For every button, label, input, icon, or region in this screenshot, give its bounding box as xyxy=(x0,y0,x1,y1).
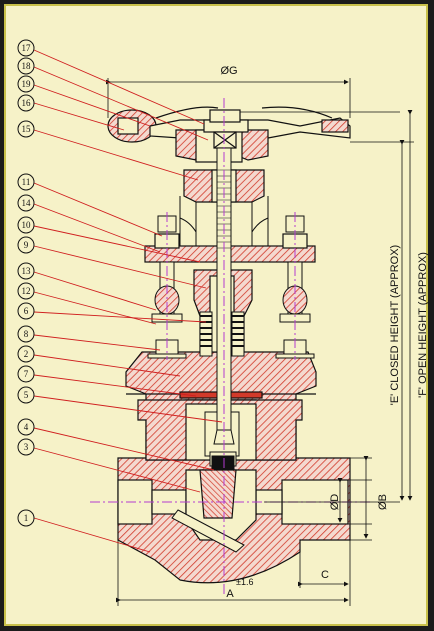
svg-text:9: 9 xyxy=(24,240,29,250)
handwheel-nut xyxy=(203,109,249,149)
balloon-12: 12 xyxy=(17,282,35,300)
svg-text:13: 13 xyxy=(22,266,32,276)
svg-text:15: 15 xyxy=(22,124,32,134)
yoke-posts xyxy=(179,196,269,246)
balloon-5: 5 xyxy=(17,386,35,404)
balloon-14: 14 xyxy=(17,194,35,212)
svg-text:18: 18 xyxy=(22,61,32,71)
dim-a-label: A xyxy=(226,588,234,600)
dim-b-label: ØB xyxy=(377,494,389,510)
svg-text:14: 14 xyxy=(22,198,32,208)
svg-text:7: 7 xyxy=(24,369,29,379)
balloon-7: 7 xyxy=(17,365,35,383)
svg-text:5: 5 xyxy=(24,390,29,400)
svg-text:2: 2 xyxy=(24,349,29,359)
balloon-13: 13 xyxy=(17,262,35,280)
dim-a-tolerance: ±1.6 xyxy=(236,577,253,587)
svg-text:16: 16 xyxy=(22,98,32,108)
balloon-17: 17 xyxy=(17,39,35,57)
dimension-lines xyxy=(106,78,414,606)
dim-f-label: 'F' OPEN HEIGHT (APPROX) xyxy=(417,252,429,398)
svg-text:3: 3 xyxy=(24,442,29,452)
balloon-9: 9 xyxy=(17,236,35,254)
dim-c-label: C xyxy=(321,569,329,581)
balloon-2: 2 xyxy=(17,345,35,363)
balloon-1: 1 xyxy=(17,509,35,527)
balloon-10: 10 xyxy=(17,216,35,234)
dim-e-label: 'E' CLOSED HEIGHT (APPROX) xyxy=(389,245,401,405)
svg-text:1: 1 xyxy=(24,513,29,523)
svg-text:11: 11 xyxy=(22,177,31,187)
dim-g-label: ØG xyxy=(220,65,237,77)
part-balloons: 17 18 19 16 15 11 14 10 9 13 12 6 8 2 7 … xyxy=(17,39,35,527)
packing xyxy=(199,311,245,357)
svg-text:10: 10 xyxy=(22,220,32,230)
balloon-6: 6 xyxy=(17,302,35,320)
bypass-bore xyxy=(171,509,245,553)
svg-text:19: 19 xyxy=(22,79,32,89)
balloon-19: 19 xyxy=(17,75,35,93)
valve-body xyxy=(117,457,351,584)
balloon-18: 18 xyxy=(17,57,35,75)
balloon-16: 16 xyxy=(17,94,35,112)
balloon-3: 3 xyxy=(17,438,35,456)
leader-lines xyxy=(33,49,223,553)
svg-text:8: 8 xyxy=(24,329,29,339)
balloon-8: 8 xyxy=(17,325,35,343)
svg-text:4: 4 xyxy=(24,422,29,432)
dim-d-label: ØD xyxy=(329,494,341,511)
balloon-11: 11 xyxy=(17,173,35,191)
balloon-15: 15 xyxy=(17,120,35,138)
svg-text:17: 17 xyxy=(22,43,32,53)
balloon-4: 4 xyxy=(17,418,35,436)
svg-text:6: 6 xyxy=(24,306,29,316)
svg-text:12: 12 xyxy=(22,286,31,296)
